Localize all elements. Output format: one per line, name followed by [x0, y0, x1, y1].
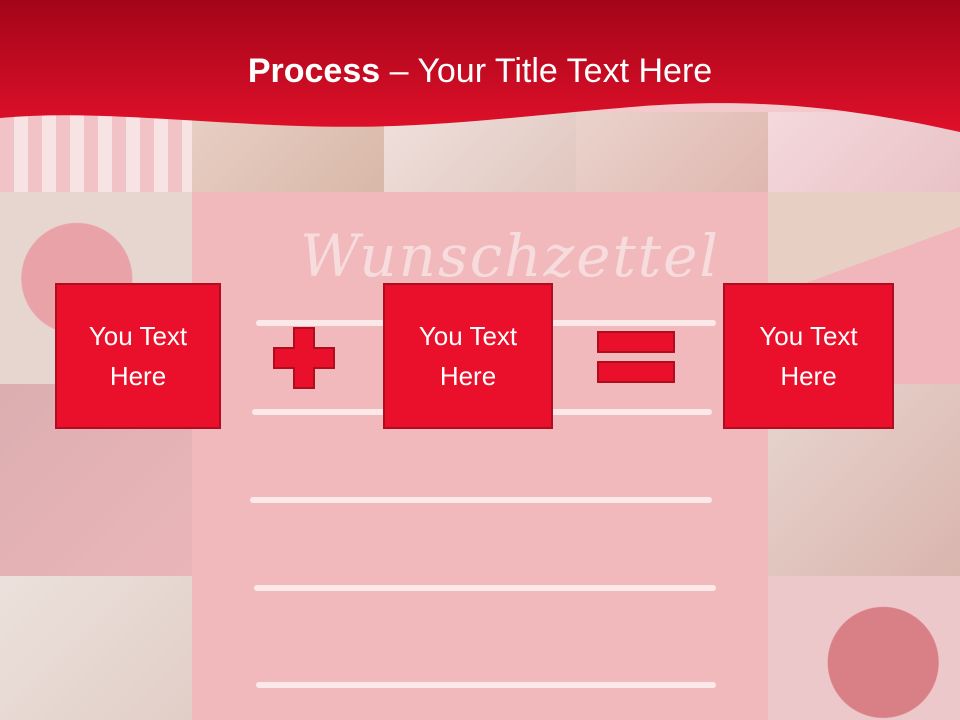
- plus-icon: [273, 327, 335, 389]
- process-box-label: You Text Here: [418, 321, 518, 391]
- collage-tile-heart-wicker: [768, 112, 960, 192]
- slide-title-rest: – Your Title Text Here: [380, 52, 713, 90]
- collage-tile-snowman: [384, 112, 576, 192]
- paper-line: [256, 682, 716, 688]
- title-banner: Process – Your Title Text Here: [0, 0, 960, 140]
- process-box-label: You Text Here: [759, 321, 858, 391]
- wishlist-paper: [192, 192, 768, 720]
- equals-icon: [597, 331, 675, 383]
- collage-tile-gingham: [0, 112, 192, 192]
- process-box-1[interactable]: You Text Here: [55, 283, 221, 429]
- process-box-label: You Text Here: [88, 321, 188, 391]
- collage-tile-angel: [0, 576, 192, 720]
- paper-line: [254, 585, 716, 591]
- banner-wave-shape: [0, 0, 960, 132]
- slide-title-bold: Process: [247, 52, 381, 90]
- collage-tile-mulled-wine: [768, 576, 960, 720]
- slide-title: Process – Your Title Text Here: [0, 52, 960, 91]
- process-box-3[interactable]: You Text Here: [723, 283, 894, 429]
- paper-line: [250, 497, 712, 503]
- process-box-2[interactable]: You Text Here: [383, 283, 553, 429]
- collage-tile-ornament: [576, 112, 768, 192]
- paper-heading-script: Wunschzettel: [300, 222, 720, 290]
